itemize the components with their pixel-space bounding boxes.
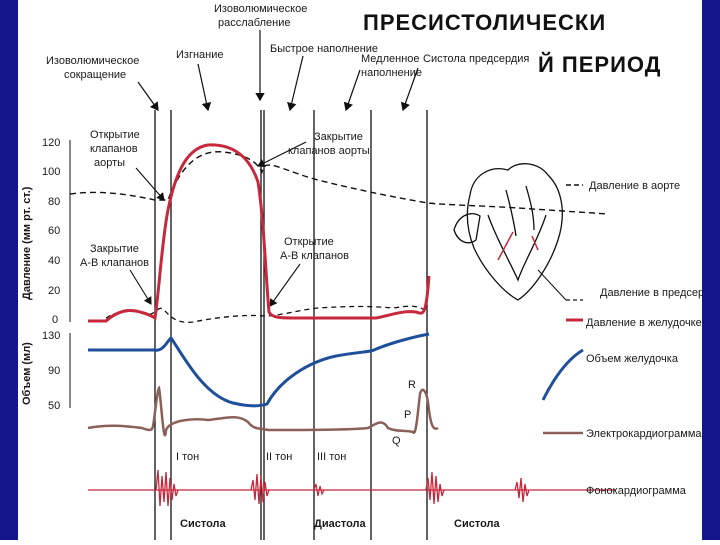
- arrow-ejection: [197, 63, 212, 112]
- arrow-av-close: [129, 269, 152, 305]
- right-frame-bar: [702, 0, 720, 540]
- ecg-label-q: Q: [392, 435, 401, 447]
- sound-label-s3: III тон: [317, 451, 346, 463]
- label-av-close-1: Закрытие: [90, 243, 139, 255]
- vtick-50: 50: [48, 400, 60, 412]
- label-atrial-systole: Систола предсердия: [423, 53, 529, 65]
- label-isovol-relax-2: расслабление: [218, 17, 290, 29]
- legend-volume: Объем желудочка: [586, 353, 679, 365]
- label-aortic-open-2: клапанов: [90, 143, 138, 155]
- volume-axis-label: Объем (мл): [21, 342, 33, 405]
- legend-ventricular-pressure: Давление в желудочке: [586, 317, 702, 329]
- arrow-aortic-open: [135, 167, 165, 201]
- pressure-axis-label: Давление (мм рт. ст.): [21, 186, 33, 300]
- phase-lines: [154, 110, 428, 540]
- label-aortic-open-3: аорты: [94, 157, 125, 169]
- label-av-open-1: Открытие: [284, 236, 334, 248]
- pcg-burst-s1: [155, 469, 179, 507]
- heart-illustration: [453, 163, 563, 301]
- pressure-ticks: 120 100 80 60 40 20 0: [42, 137, 60, 326]
- vtick-130: 130: [42, 330, 60, 342]
- legend-pcg: Фонокардиограмма: [586, 485, 687, 497]
- cycle-diastole: Диастола: [314, 518, 367, 530]
- sound-label-s1: I тон: [176, 451, 199, 463]
- ptick-80: 80: [48, 196, 60, 208]
- arrow-av-open: [269, 263, 301, 307]
- cycle-systole-1: Систола: [180, 518, 226, 530]
- label-av-open-2: А-В клапанов: [280, 250, 349, 262]
- sound-label-s2: II тон: [266, 451, 292, 463]
- ventricular-pressure-curve: [88, 143, 431, 323]
- aortic-pressure-curve: [69, 151, 609, 215]
- label-isovol-contraction-1: Изоволюмическое: [46, 55, 139, 67]
- volume-ticks: 130 90 50: [42, 330, 60, 412]
- label-isovol-contraction-2: сокращение: [64, 69, 126, 81]
- legend-ecg: Электрокардиограмма: [586, 428, 702, 440]
- arrow-fast-filling: [287, 55, 304, 112]
- ventricular-volume-curve: [88, 332, 430, 408]
- pcg-burst-s2: [250, 473, 270, 505]
- ptick-20: 20: [48, 285, 60, 297]
- ptick-60: 60: [48, 225, 60, 237]
- arrow-aortic-close: [257, 141, 307, 167]
- label-aortic-close-2: клапанов аорты: [288, 145, 370, 157]
- label-isovol-relax-1: Изоволюмическое: [214, 3, 307, 15]
- pcg-burst-next-s1: [425, 471, 445, 505]
- ptick-120: 120: [42, 137, 60, 149]
- ptick-100: 100: [42, 166, 60, 178]
- pcg-burst-next-s2: [514, 477, 530, 503]
- label-slow-filling-2: наполнение: [361, 67, 422, 79]
- label-av-close-2: А-В клапанов: [80, 257, 149, 269]
- label-aortic-open-1: Открытие: [90, 129, 140, 141]
- ecg-label-p: P: [404, 409, 411, 421]
- legend-atrial-leader: [537, 269, 567, 301]
- label-ejection: Изгнание: [176, 49, 224, 61]
- ptick-40: 40: [48, 255, 60, 267]
- label-fast-filling: Быстрое наполнение: [270, 43, 378, 55]
- label-slow-filling-1: Медленное: [361, 53, 420, 65]
- arrow-slow-filling: [343, 69, 361, 112]
- arrow-atrial-systole: [400, 67, 419, 112]
- legend-aortic: Давление в аорте: [589, 180, 680, 192]
- wiggers-diagram-svg: ПРЕСИСТОЛИЧЕСКИ Й ПЕРИОД Изоволюмическое…: [21, 3, 720, 540]
- label-aortic-close-1: Закрытие: [314, 131, 363, 143]
- vtick-90: 90: [48, 365, 60, 377]
- ecg-curve: [87, 385, 439, 437]
- cardiac-cycle-diagram: ПРЕСИСТОЛИЧЕСКИ Й ПЕРИОД Изоволюмическое…: [18, 0, 720, 540]
- legend-volume-swatch: [541, 348, 584, 401]
- ptick-0: 0: [52, 314, 58, 326]
- title-line2: Й ПЕРИОД: [538, 52, 661, 77]
- legend-atrial: Давление в предсердии: [600, 287, 702, 299]
- title-line1: ПРЕСИСТОЛИЧЕСКИ: [363, 10, 606, 35]
- pcg-burst-s3: [313, 483, 325, 497]
- arrow-isovol-contraction: [137, 81, 159, 111]
- ecg-label-r: R: [408, 379, 416, 391]
- cycle-systole-2: Систола: [454, 518, 500, 530]
- left-frame-bar: [0, 0, 18, 540]
